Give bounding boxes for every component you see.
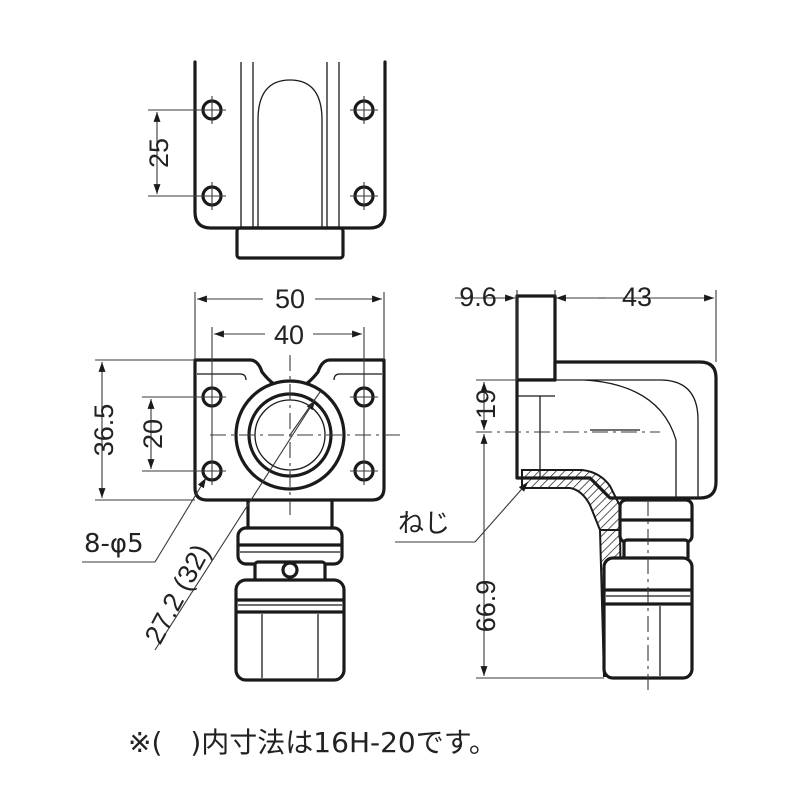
footnote: ※( )内寸法は16H-20です。 bbox=[128, 726, 497, 759]
dim-hole-span: 40 bbox=[274, 320, 304, 350]
mount-hole bbox=[201, 99, 375, 207]
dim-hole-pitch: 20 bbox=[138, 419, 168, 449]
dim-side-offset: 9.6 bbox=[459, 282, 497, 312]
top-view bbox=[148, 60, 387, 260]
dim-side-lower: 66.9 bbox=[471, 580, 501, 633]
dim-base-height: 36.5 bbox=[89, 404, 119, 457]
side-view bbox=[476, 294, 718, 690]
dim-side-depth: 43 bbox=[622, 282, 652, 312]
dim-side-upper: 19 bbox=[471, 389, 501, 419]
dim-top-hole-pitch: 25 bbox=[144, 138, 174, 168]
dim-bore: 27.2 (32) bbox=[139, 539, 216, 649]
dim-overall-width: 50 bbox=[275, 284, 305, 314]
front-view bbox=[193, 355, 400, 682]
dim-holes: 8-φ5 bbox=[84, 529, 144, 559]
thread-label: ねじ bbox=[398, 509, 450, 539]
